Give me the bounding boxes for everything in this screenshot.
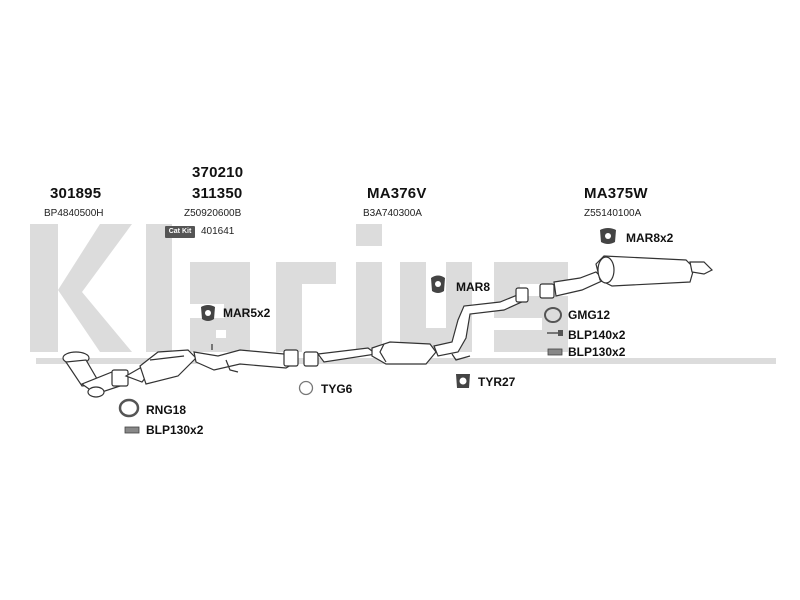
fitting-label-tyr27[interactable]: TYR27 bbox=[478, 375, 516, 389]
clamp-icon[interactable] bbox=[297, 379, 315, 397]
fitting-label-rng18[interactable]: RNG18 bbox=[146, 403, 187, 417]
oe-code-rear: Z55140100A bbox=[584, 208, 642, 219]
oe-code-middle: B3A740300A bbox=[363, 208, 422, 219]
fitting-label-tyg6[interactable]: TYG6 bbox=[321, 382, 353, 396]
cat-kit-number[interactable]: 401641 bbox=[201, 226, 235, 237]
fitting-label-gmg12[interactable]: GMG12 bbox=[568, 308, 611, 322]
middle-silencer[interactable] bbox=[303, 287, 529, 367]
fitting-label-blp140x2[interactable]: BLP140x2 bbox=[568, 328, 626, 342]
bolt-icon[interactable] bbox=[124, 425, 140, 435]
fitting-label-mar8x2[interactable]: MAR8x2 bbox=[626, 231, 674, 245]
rubber-mount-icon[interactable] bbox=[198, 303, 218, 323]
catalytic-converter[interactable] bbox=[124, 344, 299, 385]
rubber-mount-icon[interactable] bbox=[428, 273, 448, 295]
bolt-icon[interactable] bbox=[546, 328, 564, 338]
part-number-MA375W[interactable]: MA375W bbox=[584, 185, 648, 202]
part-number-MA376V[interactable]: MA376V bbox=[367, 185, 427, 202]
oe-code-front: BP4840500H bbox=[44, 208, 104, 219]
rubber-mount-icon[interactable] bbox=[597, 226, 619, 246]
gasket-ring-icon[interactable] bbox=[118, 398, 140, 418]
fitting-label-mar8[interactable]: MAR8 bbox=[456, 280, 491, 294]
front-downpipe[interactable] bbox=[62, 351, 129, 398]
part-number-370210[interactable]: 370210 bbox=[192, 164, 244, 181]
gasket-ring-icon[interactable] bbox=[543, 306, 563, 324]
bolt-icon[interactable] bbox=[547, 347, 563, 357]
part-number-301895[interactable]: 301895 bbox=[50, 185, 102, 202]
fitting-label-mar5x2[interactable]: MAR5x2 bbox=[223, 306, 271, 320]
part-number-311350[interactable]: 311350 bbox=[192, 185, 243, 202]
oe-code-cat: Z50920600B bbox=[184, 208, 242, 219]
rear-silencer[interactable] bbox=[539, 255, 714, 299]
rubber-mount-icon[interactable] bbox=[453, 371, 473, 391]
fitting-label-blp130x2-rear[interactable]: BLP130x2 bbox=[568, 345, 626, 359]
cat-kit-badge: Cat Kit bbox=[165, 226, 195, 238]
fitting-label-blp130x2-front[interactable]: BLP130x2 bbox=[146, 423, 204, 437]
